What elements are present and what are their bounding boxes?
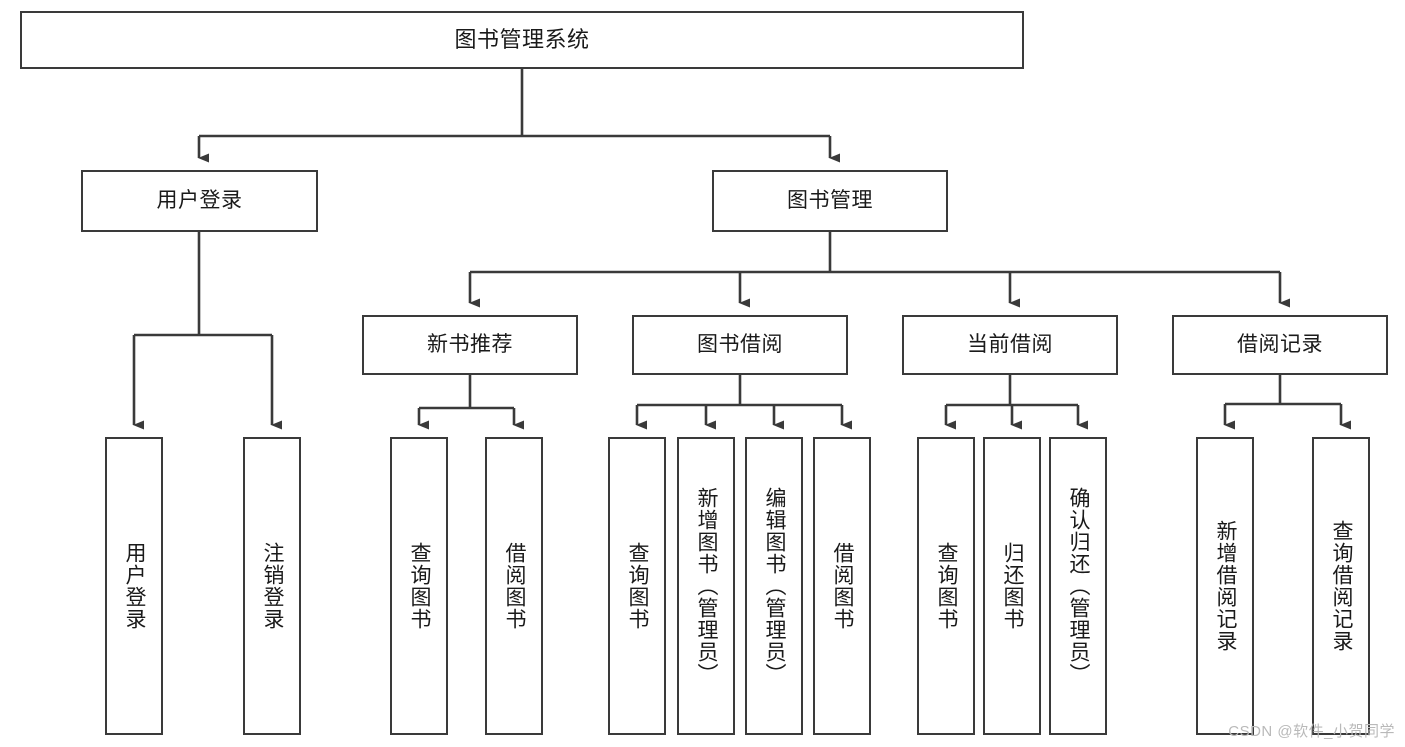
node-label: 确认归还（管理员） <box>1067 487 1091 685</box>
leaf-return-book[interactable]: 归还图书 <box>983 437 1041 735</box>
leaf-confirm-return-admin[interactable]: 确认归还（管理员） <box>1049 437 1107 735</box>
node-label: 查询借阅记录 <box>1330 520 1354 652</box>
leaf-add-borrow-record[interactable]: 新增借阅记录 <box>1196 437 1254 735</box>
node-label: 查询图书 <box>626 542 650 630</box>
node-label: 归还图书 <box>1001 542 1025 630</box>
node-label: 用户登录 <box>156 189 243 213</box>
node-book-borrow[interactable]: 图书借阅 <box>632 315 848 375</box>
node-label: 借阅图书 <box>503 542 527 630</box>
leaf-add-book-admin[interactable]: 新增图书（管理员） <box>677 437 735 735</box>
node-label: 查询图书 <box>935 542 959 630</box>
node-label: 新增借阅记录 <box>1214 520 1238 652</box>
node-label: 新书推荐 <box>427 333 513 357</box>
node-label: 编辑图书（管理员） <box>763 487 787 685</box>
node-current-borrow[interactable]: 当前借阅 <box>902 315 1118 375</box>
node-label: 注销登录 <box>261 542 285 630</box>
node-borrow-record[interactable]: 借阅记录 <box>1172 315 1388 375</box>
node-label: 借阅记录 <box>1237 333 1323 357</box>
node-label: 当前借阅 <box>967 333 1053 357</box>
node-label: 查询图书 <box>408 542 432 630</box>
node-label: 图书管理系统 <box>454 26 590 52</box>
leaf-edit-book-admin[interactable]: 编辑图书（管理员） <box>745 437 803 735</box>
leaf-logout[interactable]: 注销登录 <box>243 437 301 735</box>
node-root-system[interactable]: 图书管理系统 <box>20 11 1024 69</box>
node-user-login[interactable]: 用户登录 <box>81 170 318 232</box>
leaf-query-book[interactable]: 查询图书 <box>608 437 666 735</box>
leaf-query-book-current[interactable]: 查询图书 <box>917 437 975 735</box>
leaf-query-book-recommend[interactable]: 查询图书 <box>390 437 448 735</box>
node-label: 借阅图书 <box>831 542 855 630</box>
leaf-borrow-book-recommend[interactable]: 借阅图书 <box>485 437 543 735</box>
leaf-query-borrow-record[interactable]: 查询借阅记录 <box>1312 437 1370 735</box>
node-label: 图书管理 <box>787 189 873 213</box>
leaf-user-login[interactable]: 用户登录 <box>105 437 163 735</box>
node-label: 新增图书（管理员） <box>695 487 719 685</box>
node-label: 图书借阅 <box>697 333 783 357</box>
leaf-borrow-book[interactable]: 借阅图书 <box>813 437 871 735</box>
node-label: 用户登录 <box>123 542 147 630</box>
node-book-management[interactable]: 图书管理 <box>712 170 948 232</box>
csdn-watermark: CSDN @软件_小贺同学 <box>1228 723 1395 740</box>
node-new-book-recommend[interactable]: 新书推荐 <box>362 315 578 375</box>
